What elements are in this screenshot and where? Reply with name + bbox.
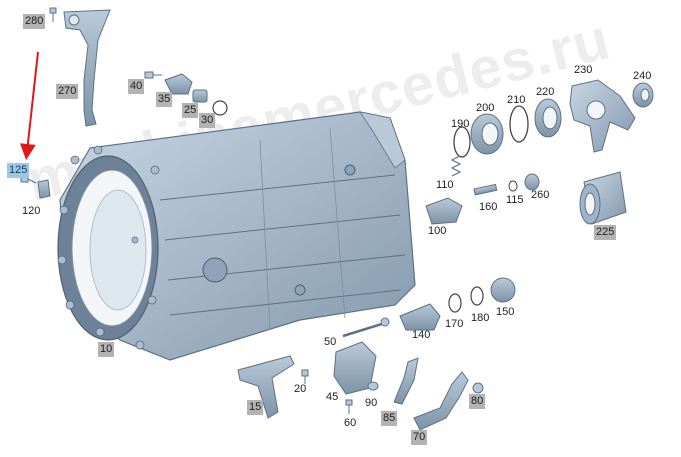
- label-140: 140: [412, 329, 431, 341]
- label-50: 50: [324, 336, 337, 348]
- label-35: 35: [156, 92, 173, 107]
- label-30: 30: [199, 113, 216, 128]
- o-ring-part-180: [470, 286, 484, 306]
- label-225: 225: [594, 225, 617, 240]
- bearing-part-200: [470, 113, 504, 155]
- label-85: 85: [381, 411, 398, 426]
- label-60: 60: [344, 417, 357, 429]
- label-115: 115: [506, 194, 524, 206]
- bushing-part-260: [524, 173, 540, 191]
- dipstick-tube-part-270: [63, 9, 111, 127]
- seal-ring-part-30: [212, 100, 228, 116]
- label-25: 25: [182, 103, 199, 118]
- coupling-part-225: [579, 171, 627, 225]
- label-170: 170: [445, 318, 464, 330]
- seal-part-220: [534, 98, 562, 138]
- valve-block-part-100: [425, 197, 463, 225]
- output-flange-part-230: [569, 79, 636, 153]
- bracket-part-120: [37, 179, 51, 199]
- sensor-part-35: [164, 73, 193, 95]
- o-ring-part-170: [448, 293, 462, 313]
- label-125-highlighted[interactable]: 125: [7, 163, 30, 178]
- label-45: 45: [326, 391, 339, 403]
- pin-part-160: [473, 183, 498, 196]
- lever-part-85: [393, 357, 419, 405]
- label-210: 210: [507, 94, 526, 106]
- indicator-arrow: [19, 51, 39, 160]
- lever-part-15: [237, 355, 295, 419]
- label-110: 110: [436, 179, 454, 191]
- label-160: 160: [479, 201, 498, 213]
- plug-part-25: [192, 89, 208, 103]
- label-15: 15: [247, 400, 264, 415]
- label-270: 270: [56, 84, 79, 99]
- label-280: 280: [23, 14, 46, 29]
- nut-part-240: [632, 82, 654, 108]
- label-80: 80: [469, 394, 486, 409]
- label-220: 220: [536, 86, 555, 98]
- label-190: 190: [451, 118, 470, 130]
- label-40: 40: [128, 79, 145, 94]
- label-20: 20: [294, 383, 307, 395]
- bolt-part-20: [301, 369, 309, 384]
- label-180: 180: [471, 312, 490, 324]
- washer-part-90: [367, 381, 379, 391]
- label-120: 120: [22, 205, 41, 217]
- bolt-part-60: [345, 399, 353, 414]
- ring-part-115: [508, 180, 518, 192]
- snap-ring-part-190: [453, 126, 471, 158]
- piston-part-140: [399, 303, 441, 331]
- bolt-part-40: [144, 71, 162, 79]
- label-100: 100: [428, 225, 447, 237]
- spring-part-110: [450, 155, 462, 177]
- lever-part-70: [413, 371, 469, 431]
- label-260: 260: [531, 189, 550, 201]
- snap-ring-part-210: [509, 105, 529, 143]
- nut-part-80: [472, 382, 484, 394]
- label-230: 230: [574, 64, 593, 76]
- label-150: 150: [496, 306, 515, 318]
- cap-part-150: [490, 277, 516, 303]
- label-10: 10: [98, 342, 115, 357]
- label-240: 240: [633, 70, 652, 82]
- label-200: 200: [476, 102, 495, 114]
- bolt-part-280: [49, 7, 57, 22]
- label-90: 90: [365, 397, 378, 409]
- label-70: 70: [411, 430, 428, 445]
- selector-rod-part-50: [342, 317, 390, 338]
- transmission-housing-part-10: [57, 111, 416, 361]
